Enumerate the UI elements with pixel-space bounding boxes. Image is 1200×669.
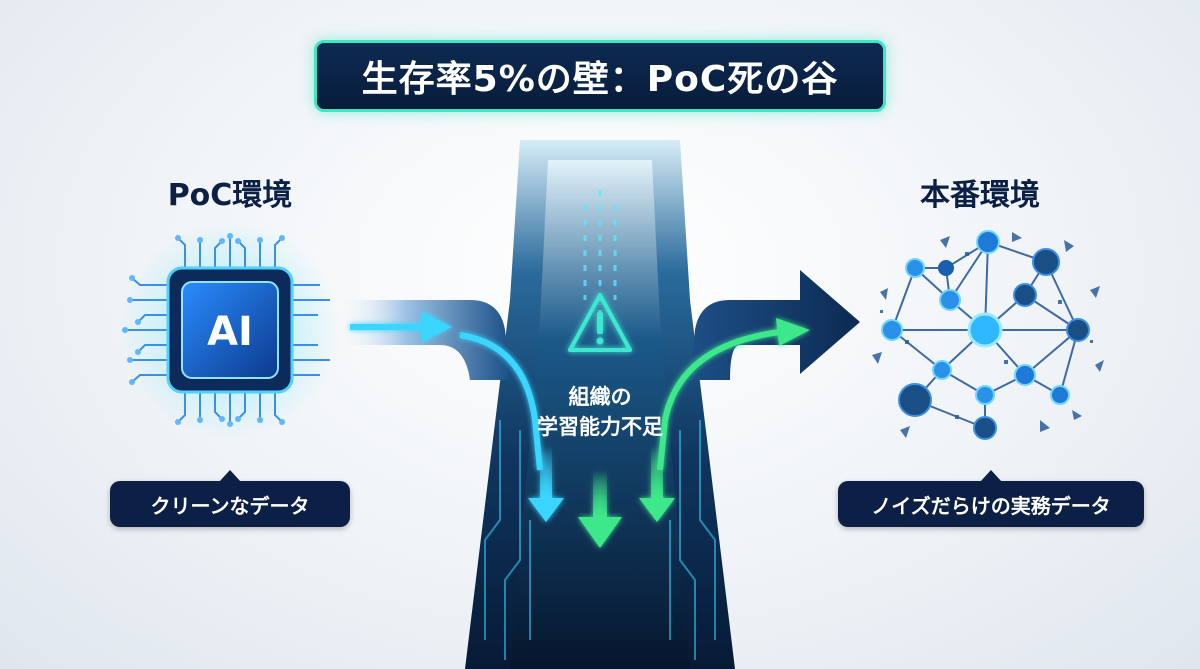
- page-title: 生存率5%の壁：PoC死の谷: [314, 40, 886, 112]
- noisy-data-caption: ノイズだらけの実務データ: [838, 470, 1144, 527]
- network-graph-icon: [872, 230, 1104, 440]
- arrow-down-icon: [578, 470, 622, 548]
- noise-fragments: [872, 232, 1104, 438]
- arrow-down-icon: [639, 445, 675, 522]
- falling-arrows: [528, 445, 675, 548]
- clean-data-caption: クリーンなデータ: [110, 470, 350, 527]
- circuit-lines: [484, 420, 716, 660]
- cyan-flow-arrow: [350, 312, 543, 471]
- valley-label-line2: 学習能力不足: [537, 415, 663, 439]
- valley-chasm: [465, 140, 735, 669]
- production-environment-heading: 本番環境: [920, 178, 1040, 213]
- arrow-down-icon: [528, 445, 564, 522]
- ai-chip-icon: AI: [120, 220, 340, 440]
- valley-label: 組織の 学習能力不足: [510, 382, 690, 442]
- production-beam: [690, 270, 860, 380]
- chip-label: AI: [207, 309, 253, 355]
- green-flow-arrow: [657, 318, 810, 471]
- warning-icon: [568, 293, 632, 352]
- poc-environment-heading: PoC環境: [167, 178, 293, 213]
- valley-label-line1: 組織の: [568, 385, 632, 409]
